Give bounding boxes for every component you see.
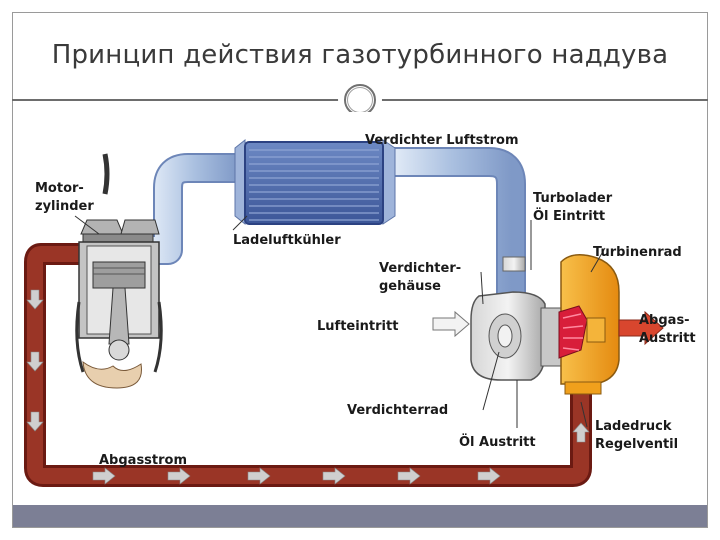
turbocharger bbox=[432, 254, 664, 395]
label-lufteintritt: Lufteintritt bbox=[317, 319, 398, 334]
label-ladedruck-1: Ladedruck bbox=[595, 419, 672, 434]
exhaust-pipe bbox=[24, 243, 592, 487]
slide-title: Принцип действия газотурбинного наддува bbox=[51, 40, 669, 70]
label-motor-1: Motor- bbox=[35, 181, 84, 196]
label-verdichter-luftstrom: Verdichter Luftstrom bbox=[365, 133, 519, 148]
label-verdichterrad: Verdichterrad bbox=[347, 403, 448, 418]
label-motor-2: zylinder bbox=[35, 199, 94, 214]
intake-pipe bbox=[151, 138, 526, 302]
leader-lines bbox=[74, 215, 606, 428]
turbocharger-diagram: Motor- zylinder Verdichter Luftstrom Tur… bbox=[13, 112, 707, 497]
label-oel-austritt: Öl Austritt bbox=[459, 434, 536, 450]
label-abgas-1: Abgas- bbox=[639, 313, 690, 328]
label-turbinenrad: Turbinenrad bbox=[593, 245, 682, 260]
engine-cylinder bbox=[75, 153, 163, 389]
label-verdichtergehaeuse-1: Verdichter- bbox=[379, 261, 461, 276]
label-turbolader-2: Öl Eintritt bbox=[533, 208, 605, 224]
intercooler bbox=[244, 141, 384, 225]
label-ladeluftkuehler: Ladeluftkühler bbox=[233, 233, 341, 248]
label-abgas-2: Austritt bbox=[639, 331, 696, 346]
label-ladedruck-2: Regelventil bbox=[595, 437, 678, 452]
label-turbolader-1: Turbolader bbox=[533, 191, 613, 206]
footer-bar bbox=[13, 505, 707, 527]
label-verdichtergehaeuse-2: gehäuse bbox=[379, 279, 441, 294]
label-abgasstrom: Abgasstrom bbox=[99, 453, 187, 468]
